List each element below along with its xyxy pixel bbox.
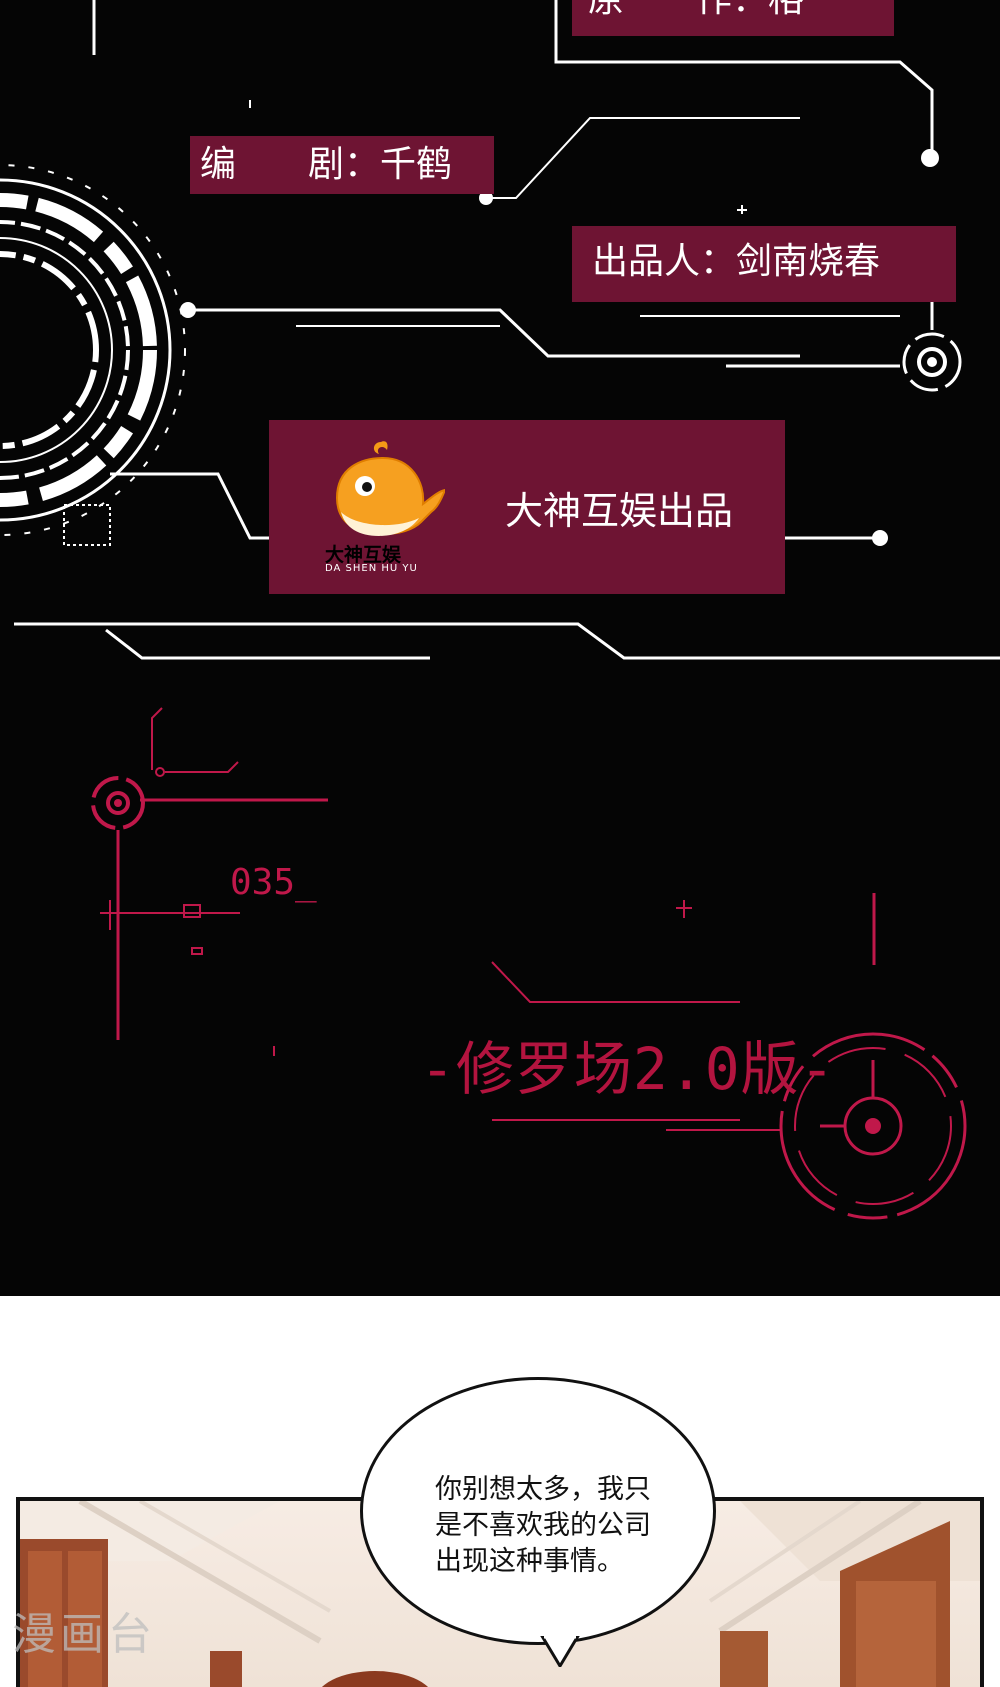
- whale-logo-icon: [335, 441, 445, 536]
- speech-bubble: 你别想太多，我只 是不喜欢我的公司 出现这种事情。: [360, 1377, 716, 1645]
- publisher-banner: 大神互娱 DA SHEN HU YU 大神互娱出品: [269, 420, 785, 594]
- hud-decoration: [0, 0, 1000, 1220]
- site-watermark: 漫画台: [12, 1609, 156, 1660]
- speech-line: 是不喜欢我的公司: [435, 1510, 651, 1541]
- chapter-number: 035_: [230, 862, 317, 903]
- credit-writer: 编 剧：千鹤: [190, 136, 494, 194]
- credit-original-author: 原 作：格: [572, 0, 894, 36]
- logo-name-cn: 大神互娱: [325, 544, 402, 566]
- title-page: 原 作：格 编 剧：千鹤 出品人：剑南烧春 大神互娱 DA SHEN HU YU…: [0, 0, 1000, 1296]
- speech-bubble-tail: [540, 1636, 580, 1667]
- credit-producer: 出品人：剑南烧春: [572, 226, 956, 302]
- logo-name-en: DA SHEN HU YU: [325, 563, 418, 574]
- speech-line: 出现这种事情。: [435, 1546, 624, 1577]
- speech-line: 你别想太多，我只: [435, 1474, 651, 1505]
- publisher-text: 大神互娱出品: [505, 489, 734, 533]
- speech-text: 你别想太多，我只 是不喜欢我的公司 出现这种事情。: [435, 1472, 675, 1580]
- chapter-title: -修罗场2.0版-: [420, 1035, 836, 1103]
